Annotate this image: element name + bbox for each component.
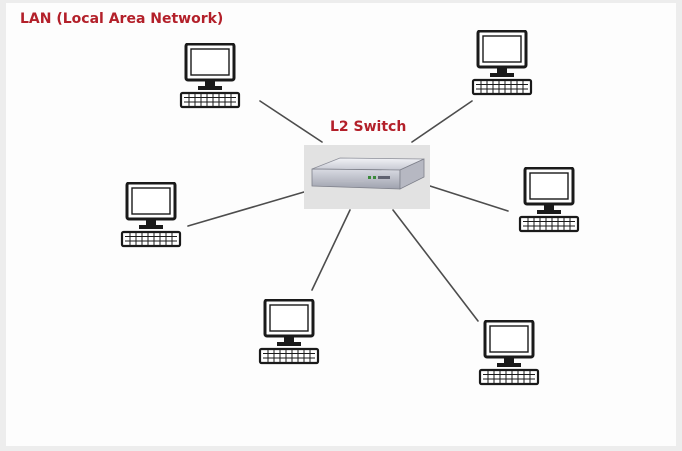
computer-top-right	[470, 29, 534, 96]
desktop-computer-icon	[518, 166, 580, 233]
computer-middle-right	[517, 166, 581, 233]
link-switch-to-top-right	[411, 100, 473, 143]
desktop-computer-icon	[258, 298, 320, 365]
computer-bottom-left	[257, 298, 321, 365]
desktop-computer-icon	[471, 29, 533, 96]
link-switch-to-top-left	[259, 100, 323, 143]
computer-top-left	[178, 42, 242, 109]
computer-bottom-right	[477, 319, 541, 386]
network-switch-icon	[311, 157, 425, 190]
link-switch-to-middle-left	[187, 191, 305, 227]
computer-middle-left	[119, 181, 183, 248]
desktop-computer-icon	[478, 319, 540, 386]
link-switch-to-middle-right	[429, 185, 509, 212]
desktop-computer-icon	[120, 181, 182, 248]
diagram-title: LAN (Local Area Network)	[20, 11, 224, 27]
desktop-computer-icon	[179, 42, 241, 109]
switch-label: L2 Switch	[330, 119, 407, 135]
link-switch-to-bottom-right	[392, 209, 479, 322]
l2-switch	[304, 145, 430, 209]
link-switch-to-bottom-left	[311, 209, 351, 291]
